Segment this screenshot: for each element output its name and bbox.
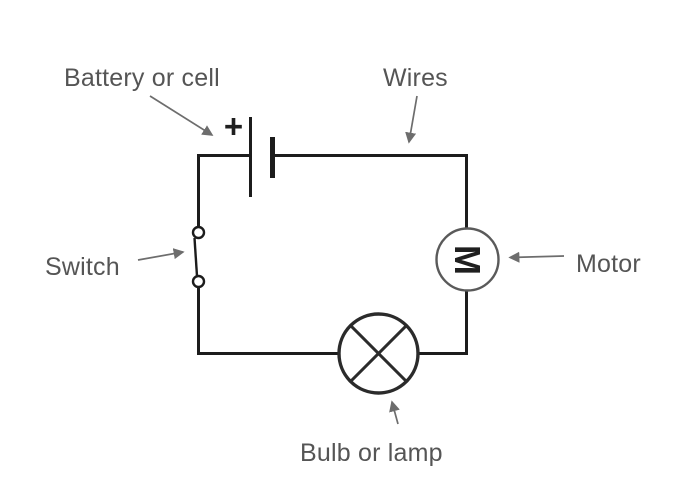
wire-bottom-left bbox=[197, 287, 339, 355]
motor-pointer-arrow-icon bbox=[508, 251, 565, 263]
wire-top-right bbox=[274, 154, 468, 229]
battery-label: Battery or cell bbox=[64, 64, 220, 92]
battery-plus-sign: + bbox=[224, 108, 243, 145]
wire-bottom-right bbox=[418, 290, 468, 355]
battery-pointer-arrow-icon bbox=[149, 95, 214, 136]
switch-lever bbox=[193, 237, 199, 277]
motor-label: Motor bbox=[576, 250, 641, 278]
bulb-cross-line-2 bbox=[349, 324, 408, 383]
switch-terminal-top bbox=[191, 225, 206, 240]
switch-label: Switch bbox=[45, 253, 120, 281]
switch-pointer-arrow-icon bbox=[137, 248, 185, 261]
bulb-pointer-arrow-icon bbox=[389, 400, 400, 425]
wires-pointer-arrow-icon bbox=[405, 95, 418, 144]
motor-letter: M bbox=[447, 245, 488, 275]
bulb-label: Bulb or lamp bbox=[300, 439, 443, 467]
motor-symbol-circle bbox=[435, 227, 500, 292]
switch-terminal-bottom bbox=[191, 274, 206, 289]
wires-label: Wires bbox=[383, 64, 448, 92]
wire-top-left bbox=[197, 154, 249, 227]
